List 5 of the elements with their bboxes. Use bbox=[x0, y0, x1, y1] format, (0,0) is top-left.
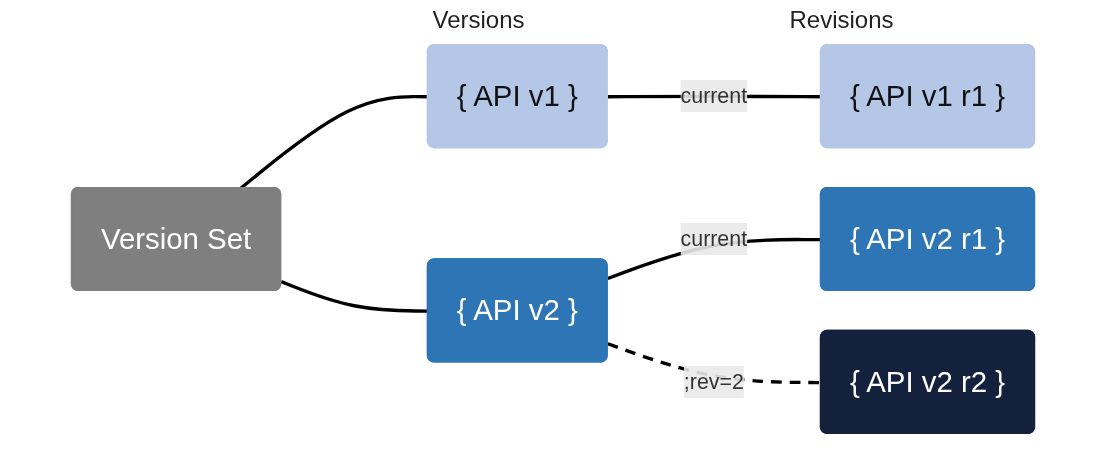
edge-label: current bbox=[680, 84, 748, 107]
edge-label: current bbox=[680, 226, 748, 250]
column-heading: Versions bbox=[432, 6, 525, 34]
edge-label: ;rev=2 bbox=[683, 369, 744, 393]
column-heading: Revisions bbox=[789, 6, 894, 34]
